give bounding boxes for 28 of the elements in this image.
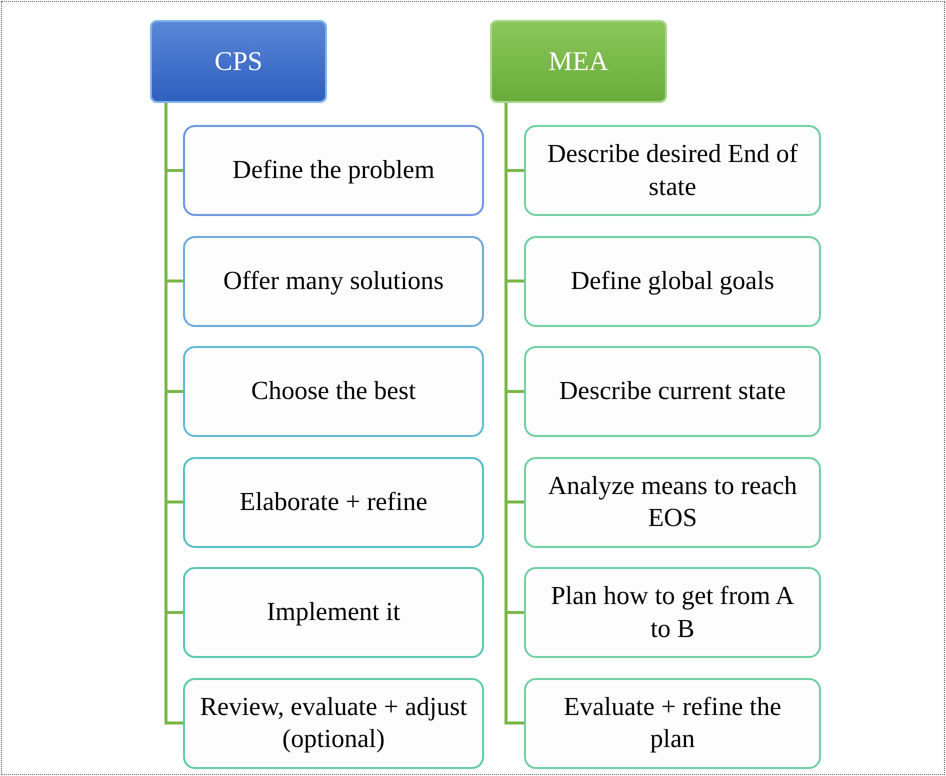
step-box bbox=[183, 567, 484, 658]
step-label: Plan how to get from A to B bbox=[550, 580, 796, 644]
header-label: CPS bbox=[214, 46, 263, 77]
step-box bbox=[524, 346, 821, 437]
step-label: Define global goals bbox=[570, 264, 774, 297]
header-box bbox=[490, 20, 667, 103]
header-label: MEA bbox=[548, 46, 608, 77]
step-label: Choose the best bbox=[251, 375, 416, 408]
step-box bbox=[183, 456, 484, 548]
step-label: Define the problem bbox=[232, 154, 435, 186]
step-label: Analyze means to reach EOS bbox=[546, 470, 798, 534]
step-label: Implement it bbox=[266, 596, 400, 628]
step-box bbox=[183, 678, 484, 768]
step-box bbox=[524, 236, 821, 326]
step-label: Evaluate + refine the plan bbox=[562, 690, 782, 755]
step-box bbox=[524, 125, 821, 216]
step-label: Offer many solutions bbox=[223, 264, 444, 297]
step-box bbox=[183, 236, 484, 326]
step-box bbox=[524, 567, 821, 658]
step-label: Review, evaluate + adjust (optional) bbox=[199, 690, 468, 755]
step-box bbox=[183, 125, 484, 216]
step-box bbox=[524, 678, 821, 768]
step-label: Describe current state bbox=[559, 375, 786, 408]
step-box bbox=[183, 346, 484, 437]
header-box bbox=[150, 20, 327, 103]
step-label: Describe desired End of state bbox=[546, 138, 799, 202]
step-box bbox=[524, 456, 821, 548]
step-label: Elaborate + refine bbox=[240, 486, 428, 518]
